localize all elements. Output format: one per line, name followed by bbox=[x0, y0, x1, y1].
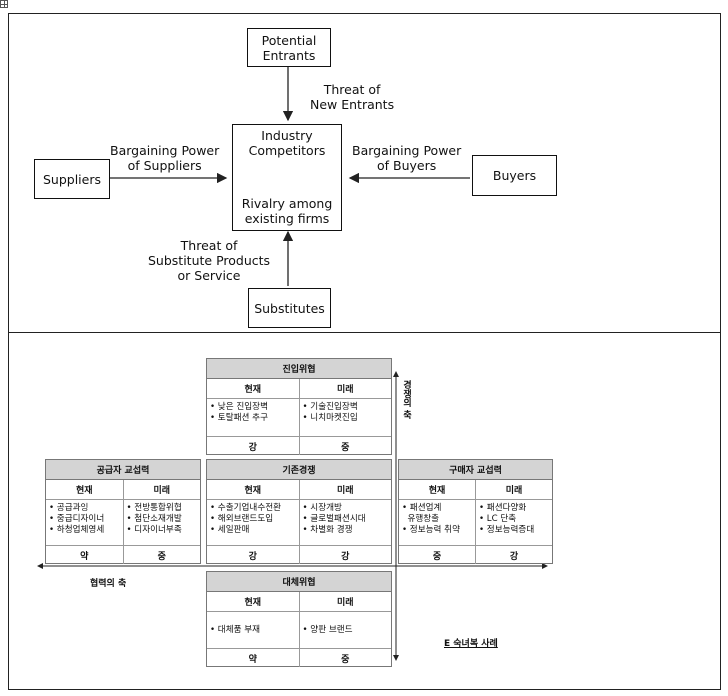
table-handle-icon[interactable] bbox=[0, 0, 8, 8]
substitute-future-items: • 양판 브랜드 bbox=[298, 612, 392, 648]
entry-now-level: 강 bbox=[248, 442, 257, 453]
buyer-now-items: • 패션업계 유행창출 • 정보능력 취약 bbox=[402, 503, 460, 535]
col-now: 현재 bbox=[244, 486, 262, 496]
supplier-future-items: • 전방통합위협 • 첨단소재개발 • 디자이너부족 bbox=[122, 500, 201, 545]
supplier-now-items: • 공급과잉 • 중급디자이너 • 하청업체영세 bbox=[49, 503, 105, 535]
rivalry-now-items: • 수출기업내수전환 • 해외브랜드도입 • 세일판매 bbox=[210, 503, 282, 535]
col-now: 현재 bbox=[244, 385, 262, 395]
buyers-box: Buyers bbox=[472, 155, 557, 196]
potential-entrants-line2: Entrants bbox=[262, 47, 316, 63]
substitute-future-level: 중 bbox=[298, 649, 392, 667]
bargaining-power-suppliers-label: Bargaining Power of Suppliers bbox=[110, 143, 220, 173]
supplier-future-level: 중 bbox=[122, 546, 201, 564]
industry-line1: Industry bbox=[261, 128, 313, 143]
porter-diagram-panel bbox=[8, 13, 721, 334]
col-future: 미래 bbox=[475, 480, 552, 499]
potential-entrants-box: Potential Entrants bbox=[247, 28, 331, 67]
col-now: 현재 bbox=[75, 486, 93, 496]
supplier-power-table: 공급자 교섭력 현재 미래 • 공급과잉 • 중급디자이너 • 하청업체영세 • 전… bbox=[45, 459, 201, 564]
buyer-power-table: 구매자 교섭력 현재 미래 • 패션업계 유행창출 • 정보능력 취약 • 패션다양… bbox=[398, 459, 553, 564]
cooperation-axis-label: 협력의 축 bbox=[90, 579, 127, 589]
col-now: 현재 bbox=[244, 598, 262, 608]
col-future: 미래 bbox=[298, 480, 392, 499]
entry-future-level: 중 bbox=[298, 437, 392, 455]
competition-axis-label: 경쟁의 축 bbox=[401, 380, 411, 420]
entry-threat-table: 진입위협 현재 미래 • 낮은 진입장벽 • 토탈패션 추구 • 기술진입장벽 • … bbox=[206, 358, 392, 455]
substitute-now-level: 약 bbox=[248, 654, 257, 665]
threat-new-entrants-label: Threat of New Entrants bbox=[310, 82, 395, 112]
col-future: 미래 bbox=[298, 379, 392, 398]
substitute-threat-table: 대체위협 현재 미래 • 대체품 부재 • 양판 브랜드 약 중 bbox=[206, 571, 392, 667]
substitutes-box: Substitutes bbox=[248, 288, 331, 328]
substitute-threat-title: 대체위협 bbox=[207, 572, 391, 592]
entry-now-items: • 낮은 진입장벽 • 토탈패션 추구 bbox=[210, 402, 268, 423]
supplier-power-title: 공급자 교섭력 bbox=[46, 460, 200, 480]
rivalry-table: 기존경쟁 현재 미래 • 수출기업내수전환 • 해외브랜드도입 • 세일판매 • 시… bbox=[206, 459, 392, 564]
bargaining-power-buyers-label: Bargaining Power of Buyers bbox=[352, 143, 462, 173]
rivalry-line1: Rivalry among bbox=[241, 196, 333, 211]
threat-substitutes-label: Threat of Substitute Products or Service bbox=[148, 238, 271, 283]
buyer-future-level: 강 bbox=[475, 546, 552, 564]
rivalry-line2: existing firms bbox=[244, 211, 330, 226]
industry-competitors-box: Industry Competitors Rivalry among exist… bbox=[232, 124, 342, 231]
entry-future-items: • 기술진입장벽 • 니치마켓진입 bbox=[298, 399, 392, 436]
case-label: E 숙녀복 사례 bbox=[444, 639, 498, 649]
potential-entrants-line1: Potential bbox=[261, 32, 317, 48]
col-now: 현재 bbox=[428, 486, 446, 496]
supplier-now-level: 약 bbox=[80, 551, 89, 562]
rivalry-future-items: • 시장개방 • 글로벌패션시대 • 차별화 경쟁 bbox=[298, 500, 392, 545]
suppliers-box: Suppliers bbox=[34, 159, 110, 199]
buyer-future-items: • 패션다양화 • LC 단축 • 정보능력증대 bbox=[475, 500, 552, 545]
entry-threat-title: 진입위협 bbox=[207, 359, 391, 379]
rivalry-future-level: 강 bbox=[298, 546, 392, 564]
rivalry-title: 기존경쟁 bbox=[207, 460, 391, 480]
rivalry-now-level: 강 bbox=[248, 551, 257, 562]
col-future: 미래 bbox=[298, 592, 392, 611]
buyer-now-level: 중 bbox=[432, 551, 442, 562]
substitute-now-items: • 대체품 부재 bbox=[210, 625, 261, 635]
buyer-power-title: 구매자 교섭력 bbox=[399, 460, 552, 480]
industry-line2: Competitors bbox=[248, 143, 326, 158]
col-future: 미래 bbox=[122, 480, 201, 499]
